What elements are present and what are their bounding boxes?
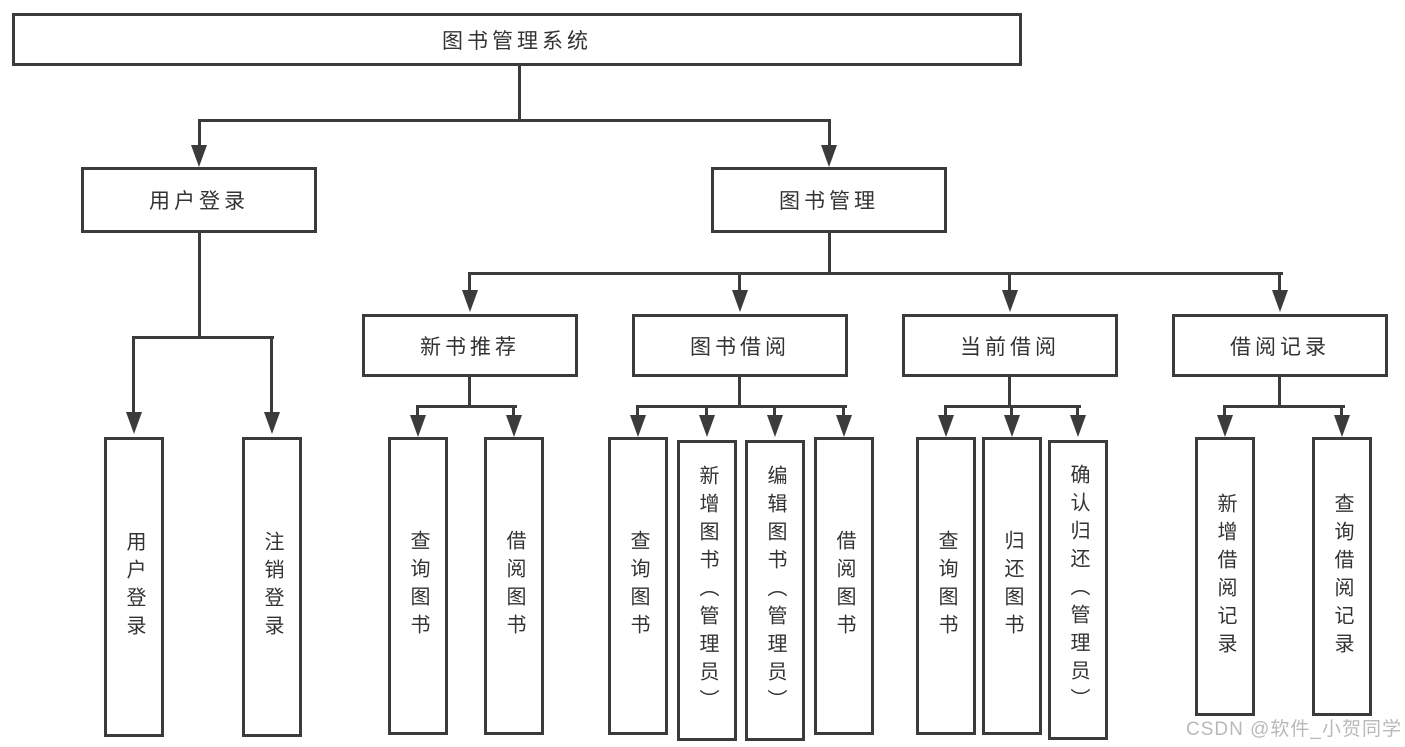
connector-bookmgmt-drop-1 [468,274,471,294]
arrow-down-icon [767,415,783,437]
connector-borrow-drop-2 [705,407,708,417]
connector-current-drop-2 [1010,407,1013,417]
leaf-borrow-borrow-books: 借阅图书 [814,437,874,735]
leaf-current-query-books: 查询图书 [916,437,976,735]
connector-borrow-stem [738,377,741,407]
arrow-down-icon [699,415,715,437]
connector-bookmgmt-drop-3 [1008,274,1011,294]
node-library-system: 图书管理系统 [12,13,1022,66]
arrow-down-icon [126,412,142,434]
connector-userlogin-drop-1 [132,338,135,416]
connector-records-drop-2 [1340,407,1343,417]
leaf-borrow-add-books-admin: 新增图书（管理员） [677,440,737,741]
arrow-down-icon [1334,415,1350,437]
watermark: CSDN @软件_小贺同学 [1186,719,1402,740]
connector-userlogin-stem [198,233,201,339]
connector-bookmgmt-hline [468,272,1283,275]
connector-bookmgmt-stem [828,233,831,274]
node-book-borrow: 图书借阅 [632,314,848,377]
leaf-current-return-books: 归还图书 [982,437,1042,735]
arrow-down-icon [1070,415,1086,437]
arrow-down-icon [836,415,852,437]
connector-current-hline [944,405,1081,408]
connector-current-stem [1008,377,1011,407]
leaf-recommend-borrow-books: 借阅图书 [484,437,544,735]
arrow-down-icon [1002,290,1018,312]
node-borrow-records: 借阅记录 [1172,314,1388,377]
leaf-logout: 注销登录 [242,437,302,737]
arrow-down-icon [1217,415,1233,437]
leaf-records-add-record: 新增借阅记录 [1195,437,1255,716]
arrow-down-icon [191,145,207,167]
connector-borrow-drop-4 [842,407,845,417]
connector-recommend-drop-1 [416,407,419,417]
connector-root-drop-left [198,121,201,147]
connector-recommend-drop-2 [512,407,515,417]
arrow-down-icon [462,290,478,312]
connector-records-drop-1 [1223,407,1226,417]
arrow-down-icon [938,415,954,437]
connector-records-hline [1223,405,1345,408]
arrow-down-icon [821,145,837,167]
arrow-down-icon [264,412,280,434]
arrow-down-icon [506,415,522,437]
connector-recommend-hline [416,405,517,408]
node-new-book-recommend: 新书推荐 [362,314,578,377]
node-book-management: 图书管理 [711,167,947,233]
connector-recommend-stem [468,377,471,407]
connector-bookmgmt-drop-2 [738,274,741,294]
connector-current-drop-3 [1076,407,1079,417]
connector-borrow-drop-1 [636,407,639,417]
connector-records-stem [1278,377,1281,407]
leaf-recommend-query-books: 查询图书 [388,437,448,735]
arrow-down-icon [630,415,646,437]
arrow-down-icon [732,290,748,312]
leaf-user-login: 用户登录 [104,437,164,737]
connector-bookmgmt-drop-4 [1278,274,1281,294]
connector-root-stem [518,66,521,120]
leaf-borrow-edit-books-admin: 编辑图书（管理员） [745,440,805,741]
leaf-current-confirm-return-admin: 确认归还（管理员） [1048,440,1108,740]
arrow-down-icon [1272,290,1288,312]
arrow-down-icon [410,415,426,437]
connector-userlogin-hline [132,336,274,339]
arrow-down-icon [1004,415,1020,437]
connector-borrow-drop-3 [773,407,776,417]
node-user-login: 用户登录 [81,167,317,233]
node-current-borrow: 当前借阅 [902,314,1118,377]
connector-userlogin-drop-2 [270,338,273,416]
leaf-records-query-record: 查询借阅记录 [1312,437,1372,716]
connector-root-hline [198,119,831,122]
connector-borrow-hline [636,405,847,408]
connector-root-drop-right [828,121,831,147]
leaf-borrow-query-books: 查询图书 [608,437,668,735]
connector-current-drop-1 [944,407,947,417]
